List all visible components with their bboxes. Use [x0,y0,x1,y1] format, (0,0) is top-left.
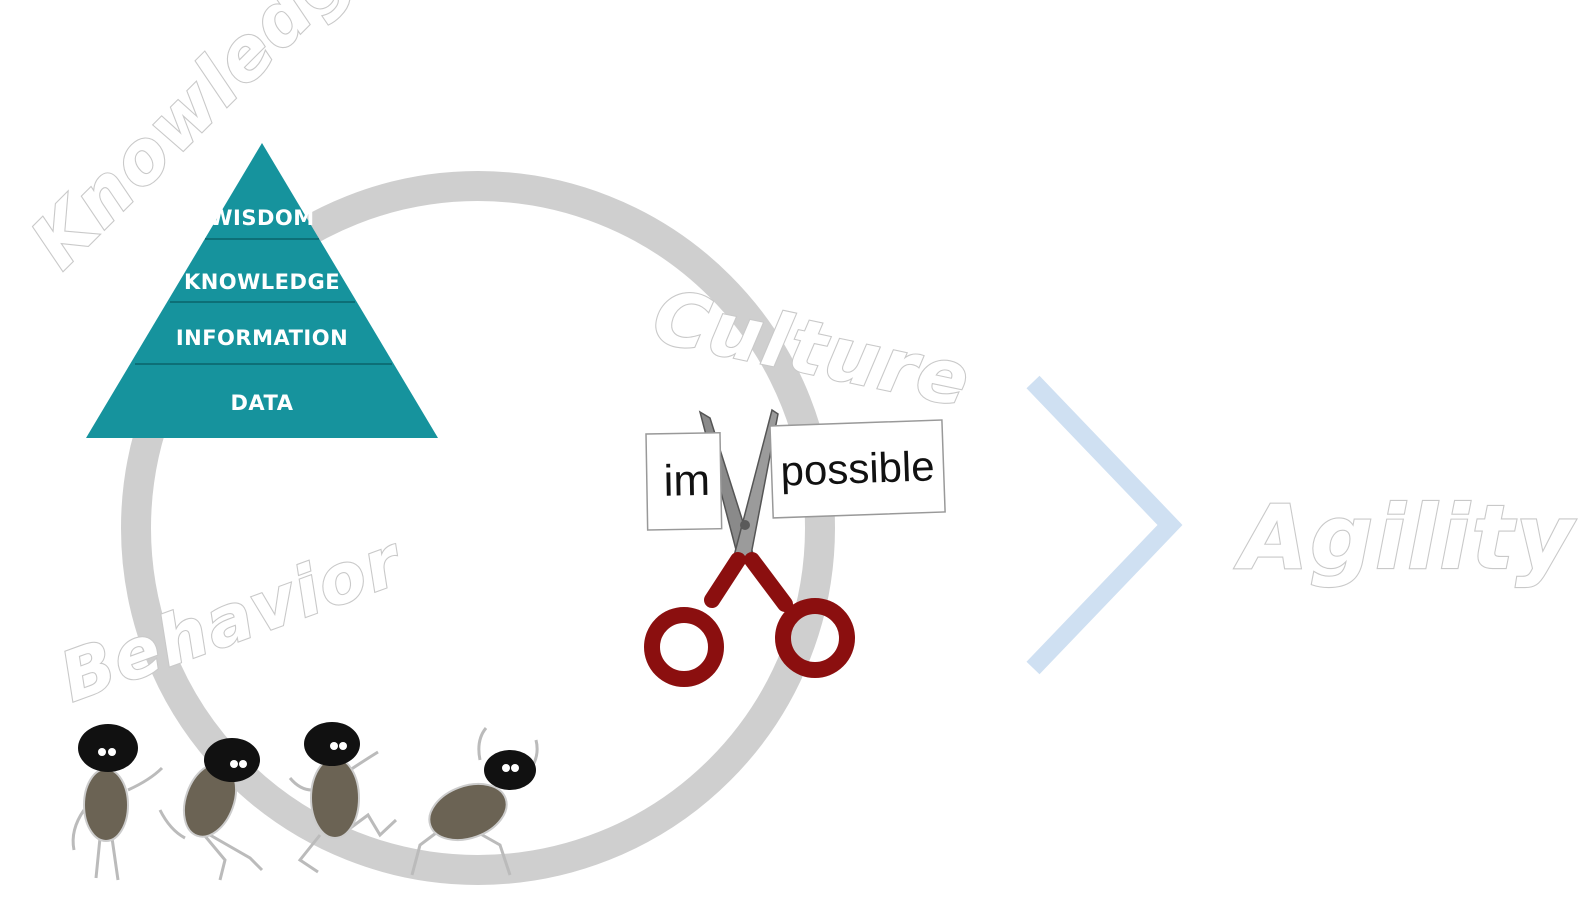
scissor-handle-right [752,560,785,604]
pyramid-level-knowledge: KNOWLEDGE [184,270,340,294]
scissor-pivot [740,520,750,530]
scissor-ring-left [652,615,716,679]
pyramid-level-wisdom: WISDOM [209,206,314,230]
figure-2 [160,738,262,880]
figure-2-head [204,738,260,782]
figure-1 [73,724,162,880]
card-im: im [646,433,722,530]
figure-4-head [484,750,536,790]
scissor-handle-left [712,560,738,600]
card-possible-text: possible [780,442,936,494]
card-possible: possible [770,420,945,518]
pyramid-level-data: DATA [230,391,293,415]
chevron-right-icon [1033,382,1170,668]
culture-label: Culture [646,273,978,424]
figure-1-head [78,724,138,772]
pyramid-level-information: INFORMATION [176,326,348,350]
behavior-label: Behavior [51,521,415,718]
card-im-text: im [663,456,710,506]
agility-label: Agility [1234,486,1577,589]
